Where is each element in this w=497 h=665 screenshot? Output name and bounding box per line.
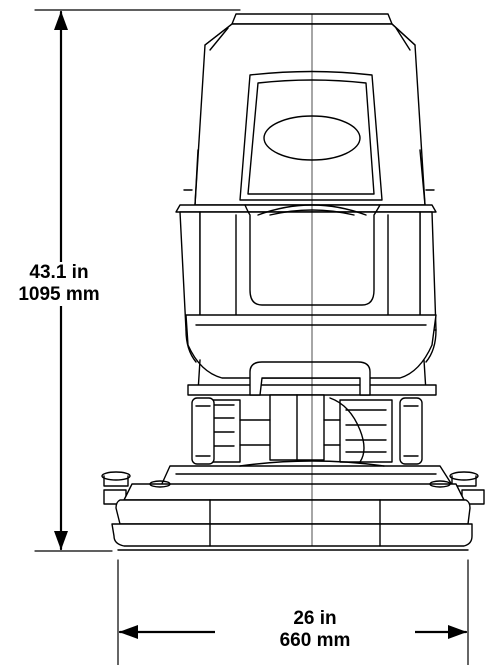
arrowhead-top [54,11,68,30]
width-imperial: 26 in [215,608,415,630]
height-dimension-label: 43.1 in 1095 mm [0,262,118,306]
height-imperial: 43.1 in [0,262,118,284]
arrowhead-bottom [54,531,68,550]
height-metric: 1095 mm [0,284,118,306]
width-metric: 660 mm [215,630,415,652]
machine-outline [102,14,484,550]
arrowhead-left [119,625,138,639]
arrowhead-right [448,625,467,639]
width-dimension-label: 26 in 660 mm [215,608,415,652]
